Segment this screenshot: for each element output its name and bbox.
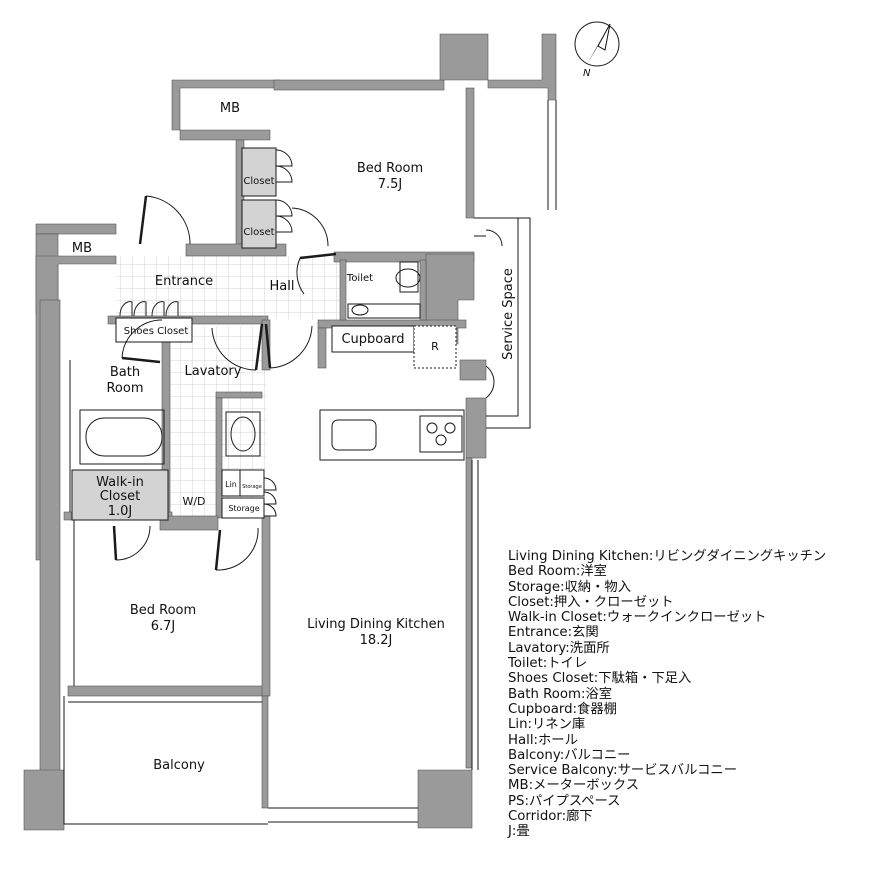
- outline-lines: [63, 100, 557, 825]
- cupboard-label: Cupboard: [341, 332, 404, 347]
- lin-label: Lin: [225, 480, 237, 489]
- legend-item: Toilet:トイレ: [508, 656, 588, 672]
- ldk-name: Living Dining Kitchen: [307, 617, 445, 632]
- legend-item: Closet:押入・クローゼット: [508, 594, 674, 610]
- ldk-size: 18.2J: [360, 633, 393, 648]
- bath-room-label-line2: Room: [106, 381, 143, 396]
- service-space-label: Service Space: [501, 268, 516, 360]
- hall-label: Hall: [270, 279, 295, 294]
- walls: [23, 33, 557, 831]
- toilet-icon: [347, 261, 421, 319]
- bed-room-2-name: Bed Room: [130, 603, 196, 618]
- bed-room-1-name: Bed Room: [357, 161, 423, 176]
- wd-label: W/D: [182, 495, 205, 508]
- walkin-closet-label-line2: Closet: [100, 489, 141, 504]
- closet-lower-label: Closet: [243, 227, 274, 238]
- balcony-label: Balcony: [153, 758, 205, 773]
- mb-top-label: MB: [220, 101, 240, 116]
- mb-left-label: MB: [72, 241, 92, 256]
- north-arrow-icon: N: [574, 21, 620, 79]
- legend-item: Living Dining Kitchen:リビングダイニングキッチン: [508, 549, 827, 564]
- closets: [71, 147, 457, 521]
- walkin-closet-size: 1.0J: [108, 504, 133, 519]
- legend-item: Bath Room:浴室: [508, 686, 613, 702]
- north-label: N: [583, 68, 591, 79]
- lavatory-label: Lavatory: [185, 364, 242, 379]
- walkin-closet-label-line1: Walk-in: [96, 475, 144, 490]
- bathtub-icon: [79, 409, 165, 465]
- closet-upper-label: Closet: [243, 176, 274, 187]
- legend-item: Hall:ホール: [508, 732, 578, 748]
- refrigerator-label: R: [431, 340, 439, 353]
- legend-item: Walk-in Closet:ウォークインクローゼット: [508, 610, 767, 626]
- legend-item: Cupboard:食器棚: [508, 701, 617, 717]
- legend-item: Corridor:廊下: [508, 809, 593, 825]
- entrance-label: Entrance: [155, 274, 213, 289]
- legend-item: MB:メーターボックス: [508, 778, 640, 794]
- door-swings: [112, 149, 503, 571]
- storage-label: Storage: [228, 504, 259, 513]
- kitchen-counter: [319, 409, 465, 461]
- legend-item: Entrance:玄関: [508, 625, 599, 641]
- room-labels: MB MB Bed Room 7.5J Closet Closet Entran…: [72, 101, 516, 773]
- washbasin-icon: [225, 411, 261, 457]
- legend-item: Storage:収納・物入: [508, 579, 631, 595]
- toilet-label: Toilet: [346, 273, 373, 284]
- stove-burner-icon: [426, 422, 456, 446]
- legend-item: Shoes Closet:下駄箱・下足入: [508, 671, 692, 687]
- legend-item: J:畳: [508, 824, 530, 840]
- bed-room-1-size: 7.5J: [378, 177, 403, 192]
- legend: Living Dining Kitchen:リビングダイニングキッチン Bed …: [508, 549, 870, 840]
- legend-item: Balcony:バルコニー: [508, 747, 631, 763]
- shoes-closet-label: Shoes Closet: [124, 326, 189, 337]
- bath-room-label-line1: Bath: [110, 365, 140, 380]
- legend-item: Lin:リネン庫: [508, 717, 586, 733]
- storage-small-label: Storage: [242, 484, 262, 490]
- bed-room-2-size: 6.7J: [151, 619, 176, 634]
- legend-item: Lavatory:洗面所: [508, 640, 610, 656]
- legend-item: PS:パイプスペース: [508, 793, 621, 809]
- legend-item: Service Balcony:サービスバルコニー: [508, 763, 737, 779]
- legend-item: Bed Room:洋室: [508, 564, 607, 580]
